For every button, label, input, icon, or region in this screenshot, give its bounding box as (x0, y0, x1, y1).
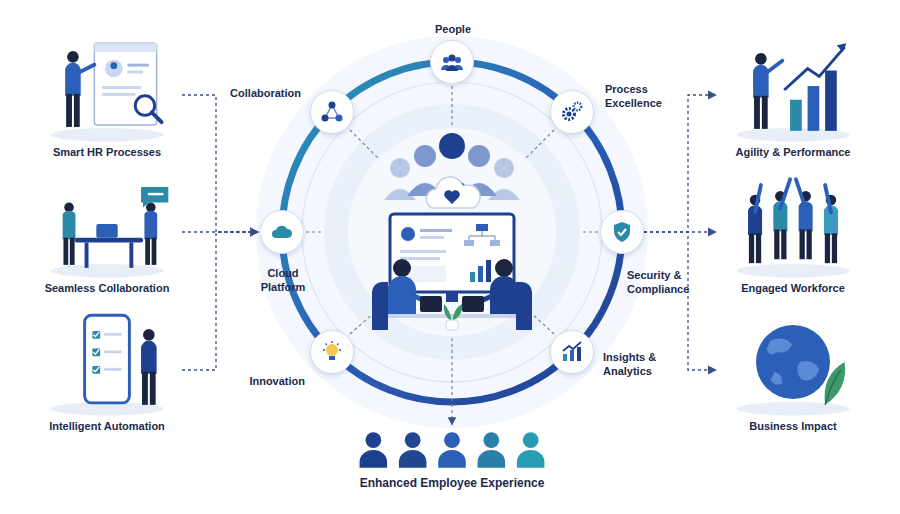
icon (610, 220, 634, 244)
illustration (720, 310, 866, 416)
icon-circle: Innovation (310, 330, 354, 374)
icon-circle: People (430, 40, 474, 84)
illustration (34, 172, 180, 278)
node-label: Innovation (233, 375, 305, 389)
node-label: Collaboration (209, 87, 301, 101)
node-label: Enhanced Employee Experience (334, 476, 570, 491)
icon (270, 220, 294, 244)
icon-circle: Insights & Analytics (550, 330, 594, 374)
node-label: Agility & Performance (720, 146, 866, 160)
node-label: Process Excellence (605, 83, 669, 111)
hub-disc (324, 104, 580, 360)
illustration-card: Seamless Collaboration (32, 172, 182, 300)
node-label: Cloud Platform (247, 267, 319, 295)
halo (256, 36, 648, 428)
node-label: People (413, 23, 493, 37)
illustration (720, 36, 866, 142)
spokes (306, 86, 598, 424)
illustration-card: Engaged Workforce (718, 172, 868, 300)
icon (320, 100, 344, 124)
node-label: Insights & Analytics (603, 351, 669, 379)
illustration-card: Business Impact (718, 310, 868, 438)
icon (560, 340, 584, 364)
icon-circle: Cloud Platform (260, 210, 304, 254)
dashed-connector (644, 95, 716, 232)
icon-circle: Collaboration (310, 90, 354, 134)
illustration (334, 430, 570, 472)
icon (440, 50, 464, 74)
illustration-card: Agility & Performance (718, 36, 868, 164)
icon-circle: Process Excellence (550, 90, 594, 134)
illustration (34, 36, 180, 142)
node-label: Intelligent Automation (34, 420, 180, 434)
dashed-connector (644, 232, 716, 370)
inner-ring (302, 82, 602, 382)
hub-inner (348, 128, 556, 336)
node-label: Business Impact (720, 420, 866, 434)
illustration-card: Intelligent Automation (32, 310, 182, 438)
dashed-connector (182, 232, 258, 370)
node-label: Security & Compliance (627, 269, 703, 297)
node-label: Smart HR Processes (34, 146, 180, 160)
desk-workers (372, 259, 532, 330)
icon (560, 100, 584, 124)
illustration-card: Enhanced Employee Experience (332, 430, 572, 495)
illustration (34, 310, 180, 416)
illustration (720, 172, 866, 278)
illustration-card: Smart HR Processes (32, 36, 182, 164)
dashed-connector (182, 95, 258, 232)
node-label: Seamless Collaboration (34, 282, 180, 296)
cloud-heart (426, 177, 480, 208)
icon (320, 340, 344, 364)
node-label: Engaged Workforce (720, 282, 866, 296)
icon-circle: Security & Compliance (600, 210, 644, 254)
